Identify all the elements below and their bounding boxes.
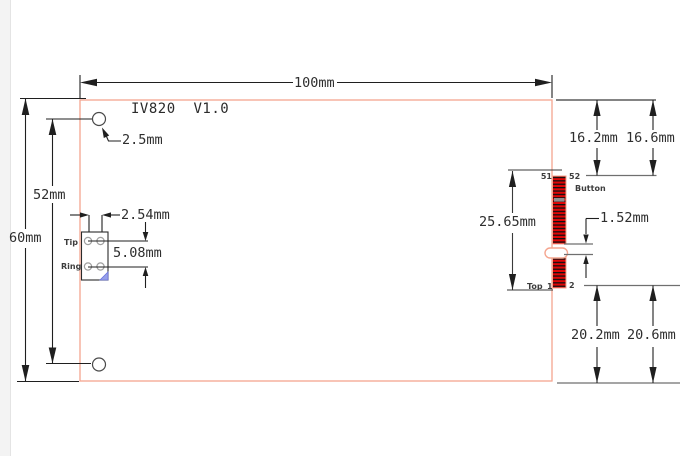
dim-52mm <box>46 118 92 365</box>
arrowhead-left <box>102 212 111 218</box>
arrowhead-up <box>649 100 657 116</box>
arrowhead-up <box>649 285 657 301</box>
arrowhead-down <box>593 160 601 176</box>
label-ring: Ring <box>61 262 82 271</box>
dim-label-16_6mm: 16.6mm <box>626 130 675 146</box>
arrowhead-down <box>48 347 57 364</box>
dim-label-20_2mm: 20.2mm <box>571 327 620 343</box>
pin-label-2: 2 <box>569 281 575 290</box>
arrowhead-down <box>649 367 657 383</box>
dim-20_2mm-20_6mm <box>557 284 680 384</box>
arrowhead-up <box>593 285 601 301</box>
dim-25_65mm <box>507 169 562 291</box>
dim-label-100mm: 100mm <box>294 75 335 91</box>
arrowhead-right <box>80 212 89 218</box>
arrowhead-up <box>142 267 149 276</box>
pin-label-1: 1 <box>547 282 553 291</box>
label-button: Button <box>575 184 606 193</box>
edge-connector <box>544 175 569 289</box>
dim-16_2mm-16_6mm <box>556 99 657 177</box>
pin1-marker-triangle <box>99 271 109 281</box>
leader-2_5mm <box>102 127 121 142</box>
connector-key-notch <box>544 247 569 259</box>
arrowhead-down <box>649 160 657 176</box>
dim-label-5_08mm: 5.08mm <box>113 245 162 261</box>
arrowhead-left <box>80 78 97 87</box>
board-title: IV820 V1.0 <box>131 101 230 117</box>
edge-connector-upper-pins <box>552 175 567 245</box>
arrowhead-down <box>583 234 589 244</box>
arrowhead-up <box>48 119 57 135</box>
dim-5_08mm <box>142 222 149 288</box>
arrowhead-down <box>142 232 149 241</box>
dim-label-2_54mm: 2.54mm <box>121 207 170 223</box>
dim-100mm <box>79 75 553 98</box>
arrowhead-down <box>593 367 601 383</box>
label-top: Top <box>527 282 543 291</box>
pin-label-52: 52 <box>569 172 581 181</box>
arrowhead-up <box>593 100 601 116</box>
arrowhead-up <box>21 98 30 115</box>
edge-connector-gray-pin <box>554 198 565 202</box>
arrowhead-down <box>21 365 30 382</box>
mounting-hole-bottom <box>91 357 107 372</box>
arrowhead-down <box>508 274 517 290</box>
dim-label-52mm: 52mm <box>33 187 66 203</box>
audio-jack-footprint <box>80 231 148 281</box>
arrowhead-up <box>583 255 589 264</box>
arrowhead-up <box>508 171 517 187</box>
dim-label-2_5mm: 2.5mm <box>122 132 163 148</box>
dim-60mm <box>17 97 86 383</box>
dim-label-25_65mm: 25.65mm <box>479 214 536 230</box>
window-edge-strip <box>0 0 11 456</box>
pin-label-51: 51 <box>540 172 552 181</box>
dim-label-20_6mm: 20.6mm <box>627 327 676 343</box>
dim-label-60mm: 60mm <box>9 230 42 246</box>
dim-label-16_2mm: 16.2mm <box>569 130 618 146</box>
arrowhead-to-hole <box>102 127 110 138</box>
mounting-holes <box>91 111 107 372</box>
arrowhead-right <box>535 78 552 87</box>
label-tip: Tip <box>64 238 78 247</box>
dim-1_52mm <box>564 217 599 278</box>
mounting-hole-top <box>91 111 107 127</box>
dim-label-1_52mm: 1.52mm <box>600 210 649 226</box>
edge-connector-lower-pins <box>552 257 567 289</box>
